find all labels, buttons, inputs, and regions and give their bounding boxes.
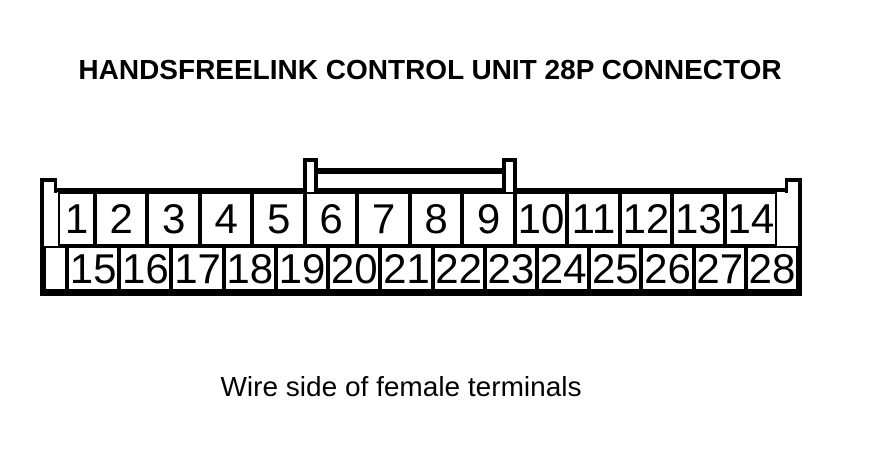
pin-cell-9: 9 xyxy=(462,192,515,246)
pin-cell-21: 21 xyxy=(380,244,433,292)
pin-number-27: 27 xyxy=(696,244,744,292)
pin-row-bottom: 15 16 17 18 19 20 21 22 23 24 25 26 27 2… xyxy=(44,244,799,292)
pin-cell-16: 16 xyxy=(119,244,172,292)
pin-number-4: 4 xyxy=(214,195,238,242)
pin-number-15: 15 xyxy=(69,244,117,292)
pin-number-28: 28 xyxy=(748,244,796,292)
pin-cell-15: 15 xyxy=(67,244,120,292)
pin-number-9: 9 xyxy=(476,195,501,242)
latch-tab-left xyxy=(303,158,318,192)
pin-number-13: 13 xyxy=(675,195,722,242)
pin-cell-28: 28 xyxy=(745,244,799,292)
pin-number-22: 22 xyxy=(435,244,482,292)
housing-ear-left xyxy=(40,178,57,193)
latch-bar xyxy=(314,168,506,174)
pin-cell-4: 4 xyxy=(199,192,253,246)
pin-cell-14: 14 xyxy=(724,192,778,246)
pin-number-14: 14 xyxy=(727,195,775,242)
pin-cell-12: 12 xyxy=(619,192,673,246)
pin-cell-10: 10 xyxy=(514,192,568,246)
pin-cell-17: 17 xyxy=(171,244,224,292)
pin-cell-11: 11 xyxy=(567,192,620,246)
pin-cell-7: 7 xyxy=(357,192,410,246)
pin-number-5: 5 xyxy=(266,195,291,242)
pin-cell-3: 3 xyxy=(147,192,200,246)
pin-number-7: 7 xyxy=(371,195,396,242)
pin-number-1: 1 xyxy=(64,195,89,242)
pin-number-2: 2 xyxy=(109,195,133,242)
pin-cell-13: 13 xyxy=(672,192,725,246)
pin-number-17: 17 xyxy=(174,244,221,292)
pin-cell-23: 23 xyxy=(484,244,537,292)
pin-cell-24: 24 xyxy=(536,244,590,292)
pin-cell-22: 22 xyxy=(432,244,485,292)
pin-cell-27: 27 xyxy=(693,244,746,292)
pin-number-6: 6 xyxy=(319,195,343,242)
pin-number-24: 24 xyxy=(539,244,587,292)
pin-cell-6: 6 xyxy=(304,192,358,246)
pin-number-20: 20 xyxy=(330,244,378,292)
pin-cell-5: 5 xyxy=(252,192,305,246)
pin-number-8: 8 xyxy=(424,195,448,242)
pin-number-3: 3 xyxy=(162,195,186,242)
pin-number-12: 12 xyxy=(622,195,670,242)
latch-tab-right xyxy=(502,158,517,192)
diagram-caption: Wire side of female terminals xyxy=(220,371,582,402)
pin-number-16: 16 xyxy=(121,244,169,292)
pin-cell-blank xyxy=(44,246,67,291)
pin-number-21: 21 xyxy=(383,244,430,292)
pin-cell-20: 20 xyxy=(328,244,381,292)
pin-number-10: 10 xyxy=(517,195,565,242)
pin-number-26: 26 xyxy=(644,244,691,292)
pin-number-19: 19 xyxy=(278,244,326,292)
pin-cell-25: 25 xyxy=(589,244,642,292)
pin-cell-1: 1 xyxy=(58,192,95,246)
pin-cell-18: 18 xyxy=(223,244,276,292)
pin-number-18: 18 xyxy=(226,244,274,292)
pin-cell-8: 8 xyxy=(409,192,463,246)
pin-cell-2: 2 xyxy=(95,192,148,246)
pin-cell-26: 26 xyxy=(641,244,694,292)
pin-row-top: 1 2 3 4 5 6 7 8 9 10 11 12 13 14 xyxy=(58,192,778,246)
pin-number-25: 25 xyxy=(591,244,639,292)
pin-number-23: 23 xyxy=(487,244,535,292)
housing-ear-right xyxy=(785,178,802,193)
pin-cell-19: 19 xyxy=(275,244,329,292)
pin-number-11: 11 xyxy=(571,195,616,242)
page-title: HANDSFREELINK CONTROL UNIT 28P CONNECTOR xyxy=(78,54,782,85)
